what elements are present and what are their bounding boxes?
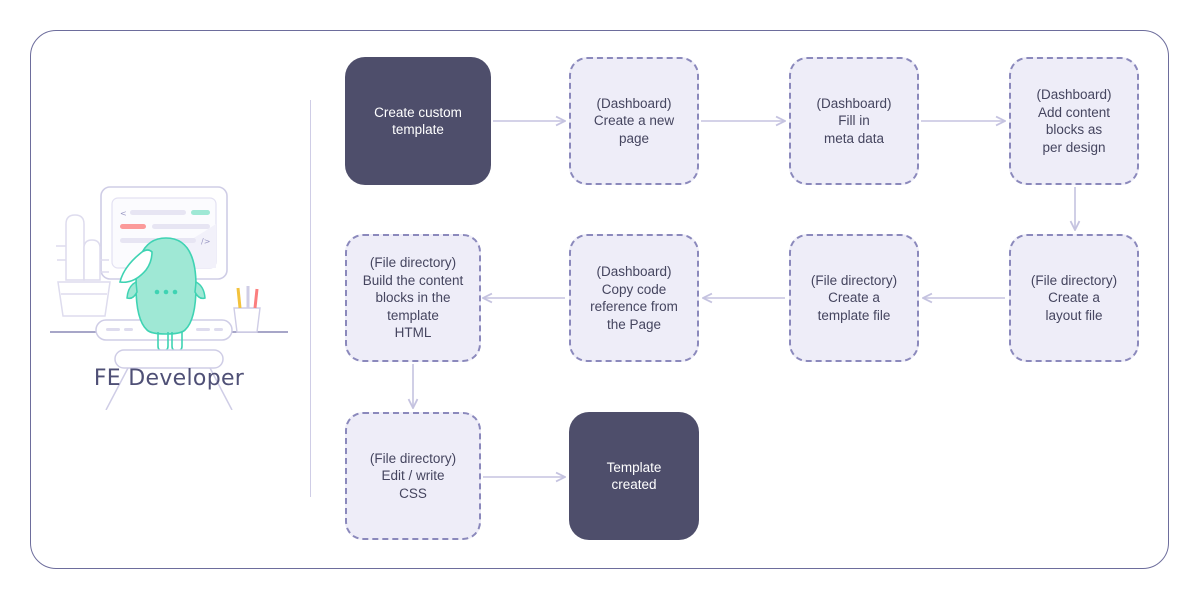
flow-node-edit-write-css[interactable]: (File directory) Edit / write CSS: [345, 412, 481, 540]
svg-text:/>: />: [201, 237, 210, 246]
svg-text:<: <: [120, 209, 127, 218]
cactus-icon: [56, 214, 111, 317]
flow-node-fill-in-meta-data[interactable]: (Dashboard) Fill in meta data: [789, 57, 919, 185]
flow-node-label: (Dashboard) Add content blocks as per de…: [1036, 87, 1112, 155]
developer-character-icon: [119, 237, 206, 352]
flow-node-create-custom-template[interactable]: Create custom template: [345, 57, 491, 185]
flow-node-add-content-blocks[interactable]: (Dashboard) Add content blocks as per de…: [1009, 57, 1139, 185]
flow-node-label: (Dashboard) Fill in meta data: [816, 95, 892, 146]
desk-base-icon: [105, 349, 233, 411]
developer-illustration: < />: [44, 160, 294, 411]
flow-node-label: (Dashboard) Create a new page: [593, 95, 675, 146]
flow-node-label: (File directory) Create a template file: [810, 272, 898, 323]
flow-node-build-content-blocks[interactable]: (File directory) Build the content block…: [345, 234, 481, 362]
flow-node-label: (Dashboard) Copy code reference from the…: [590, 264, 678, 332]
flow-node-label: (File directory) Build the content block…: [362, 255, 464, 341]
flow-node-label: (File directory) Edit / write CSS: [369, 450, 457, 501]
flow-node-create-a-new-page[interactable]: (Dashboard) Create a new page: [569, 57, 699, 185]
illustration-svg: < />: [50, 186, 288, 411]
flow-node-template-created[interactable]: Template created: [569, 412, 699, 540]
flow-node-label: Create custom template: [374, 104, 462, 138]
flow-node-label: (File directory) Create a layout file: [1030, 272, 1118, 323]
section-divider: [310, 100, 312, 497]
pencil-cup-icon: [233, 286, 261, 333]
flow-node-create-a-template-file[interactable]: (File directory) Create a template file: [789, 234, 919, 362]
flow-node-copy-code-reference[interactable]: (Dashboard) Copy code reference from the…: [569, 234, 699, 362]
flow-node-create-a-layout-file[interactable]: (File directory) Create a layout file: [1009, 234, 1139, 362]
illustration-caption: FE Developer: [93, 366, 245, 391]
flow-node-label: Template created: [606, 459, 662, 493]
